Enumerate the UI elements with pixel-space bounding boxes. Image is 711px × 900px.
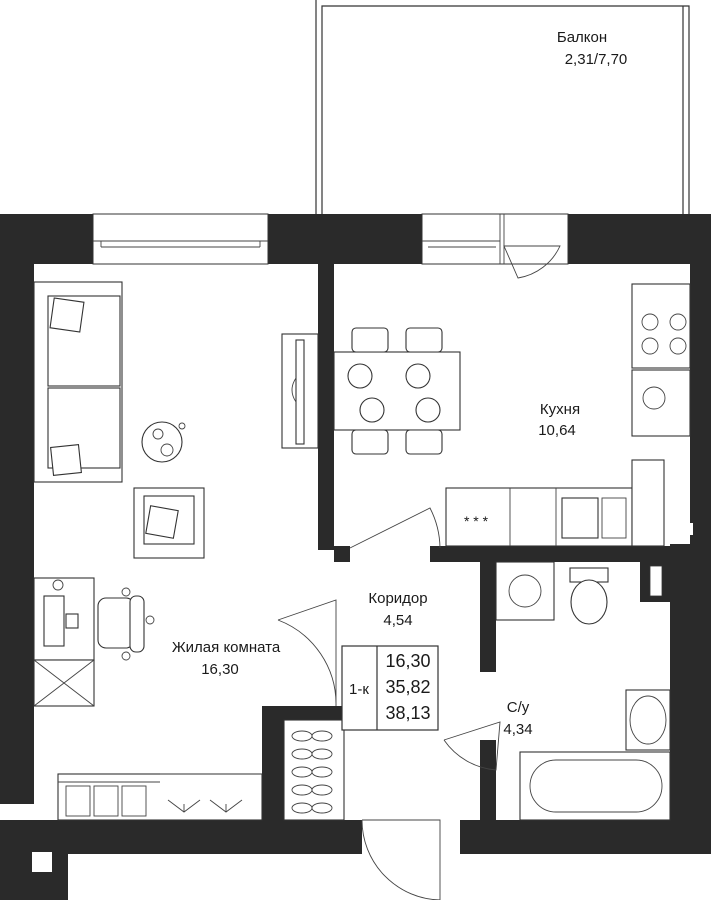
wall-notches xyxy=(32,523,693,872)
summary-type: 1-к xyxy=(349,681,369,698)
dining-table xyxy=(333,327,461,455)
summary-full-area: 38,13 xyxy=(385,703,430,723)
bathroom-name: С/у xyxy=(507,699,530,716)
balcony-name: Балкон xyxy=(557,29,607,46)
summary-total-area: 35,82 xyxy=(385,677,430,697)
bathroom-area: 4,34 xyxy=(503,721,532,738)
washbasin xyxy=(625,689,671,751)
balcony-outline xyxy=(315,0,690,214)
tv-stand xyxy=(281,333,319,449)
living-area: 16,30 xyxy=(201,661,239,678)
balcony-area: 2,31/7,70 xyxy=(565,51,628,68)
corridor-name: Коридор xyxy=(368,590,427,607)
kitchen-name: Кухня xyxy=(540,401,580,418)
office-chair xyxy=(97,587,155,661)
summary-living-area: 16,30 xyxy=(385,651,430,671)
desk xyxy=(33,577,95,707)
washing-machine xyxy=(495,561,555,621)
coffee-table xyxy=(141,421,186,463)
summary-box xyxy=(341,645,439,731)
corridor-area: 4,54 xyxy=(383,612,412,629)
armchair xyxy=(133,487,205,559)
cooktop xyxy=(631,283,691,369)
shoe-rack xyxy=(283,719,345,821)
window-living xyxy=(92,213,269,265)
sofa xyxy=(33,281,123,483)
kitchen-area: 10,64 xyxy=(538,422,576,439)
oven xyxy=(631,369,691,437)
window-kitchen xyxy=(421,213,569,279)
toilet xyxy=(569,567,609,625)
living-name: Жилая комната xyxy=(172,639,281,656)
wardrobe xyxy=(57,773,263,821)
svg-text:* * *: * * * xyxy=(464,513,489,529)
kitchen-counter: * * * xyxy=(445,459,665,547)
bathtub xyxy=(519,751,671,821)
walls xyxy=(0,214,711,900)
